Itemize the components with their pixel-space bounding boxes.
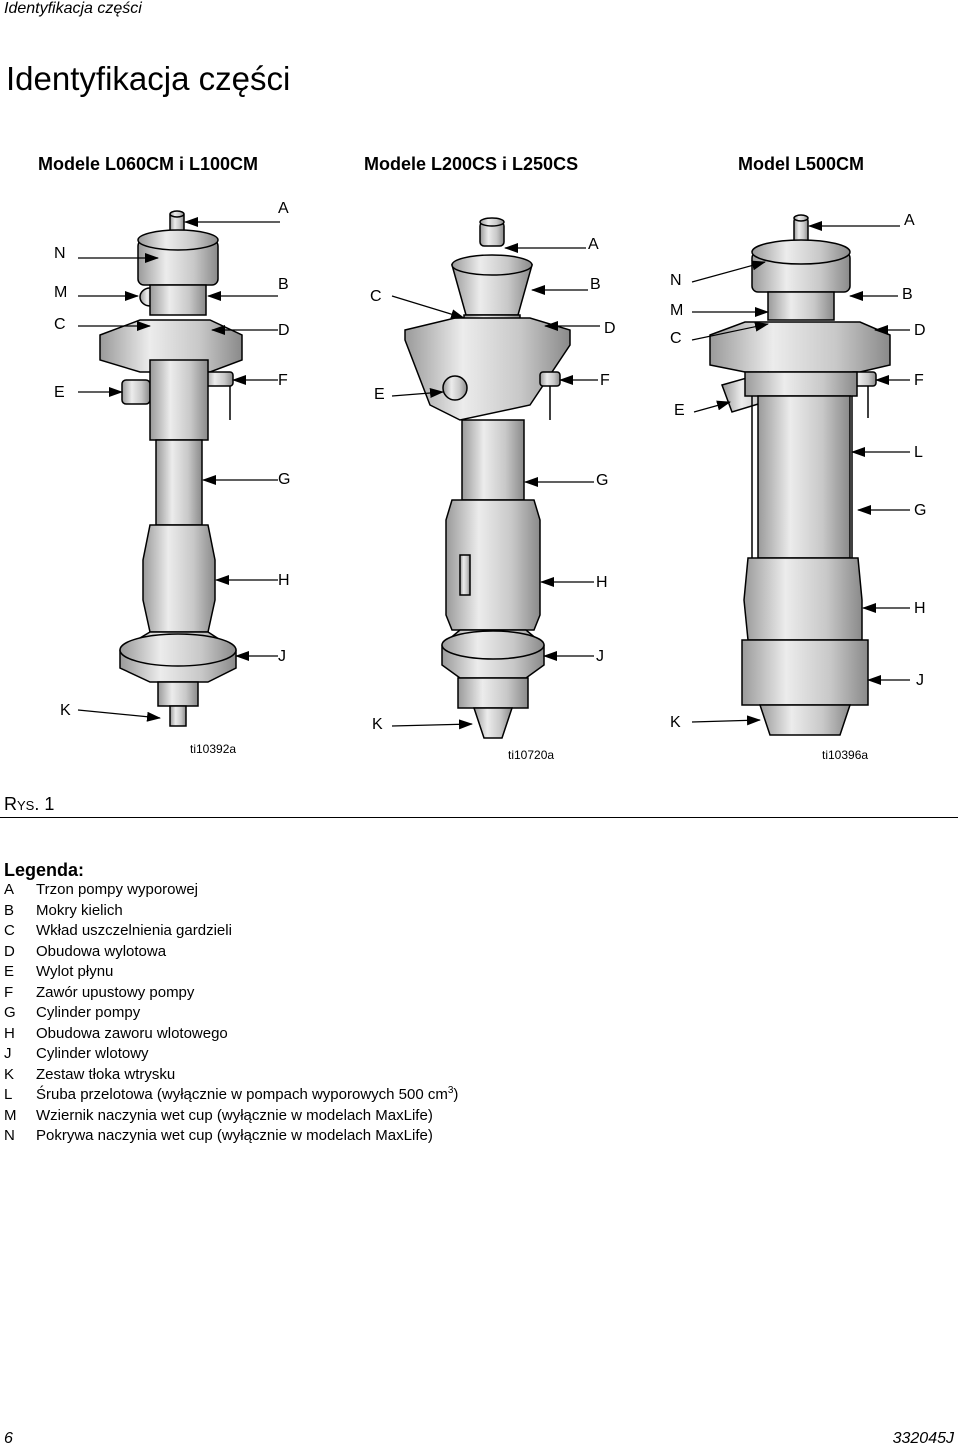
- figure-caption-ys: YS: [17, 798, 35, 813]
- figure-caption-number: . 1: [34, 794, 55, 814]
- callout-e: E: [54, 384, 65, 401]
- callout-m: M: [670, 302, 684, 319]
- callout-f: F: [600, 372, 610, 389]
- callout-b: B: [278, 276, 289, 293]
- callout-d: D: [278, 322, 290, 339]
- figure-caption: RYS. 1: [4, 794, 54, 815]
- document-number: 332045J: [892, 1430, 954, 1447]
- callout-e: E: [674, 402, 685, 419]
- callout-n: N: [54, 245, 66, 262]
- pump-2-illustration: [404, 217, 571, 739]
- figure-id-1: ti10392a: [190, 742, 237, 756]
- figure-id-2: ti10720a: [508, 748, 555, 762]
- pump-diagrams: [77, 210, 910, 739]
- pump-3-illustration: [709, 214, 891, 736]
- callout-k: K: [372, 716, 383, 733]
- callout-g: G: [914, 502, 927, 519]
- callout-h: H: [914, 600, 926, 617]
- caption-rule: [0, 817, 958, 818]
- callout-c: C: [670, 330, 682, 347]
- legend-title: Legenda:: [4, 860, 85, 880]
- callout-k: K: [60, 702, 71, 719]
- pump-1-illustration: [99, 210, 243, 727]
- callout-e: E: [374, 386, 385, 403]
- pump-1-leaders: [77, 217, 280, 722]
- callout-g: G: [596, 472, 609, 489]
- callout-b: B: [902, 286, 913, 303]
- callout-m: M: [54, 284, 68, 301]
- pump-2-leaders: [391, 243, 600, 730]
- callout-j: J: [916, 672, 924, 689]
- callout-g: G: [278, 471, 291, 488]
- callout-a: A: [904, 212, 915, 229]
- callout-d: D: [914, 322, 926, 339]
- pump-3-leaders: [691, 221, 910, 726]
- page-number: 6: [4, 1430, 13, 1447]
- figure-caption-r: R: [4, 794, 17, 814]
- callout-n: N: [670, 272, 682, 289]
- page-title: Identyfikacja części: [6, 60, 291, 97]
- callout-j: J: [596, 648, 604, 665]
- callout-j: J: [278, 648, 286, 665]
- callout-a: A: [588, 236, 599, 253]
- callout-d: D: [604, 320, 616, 337]
- callout-c: C: [370, 288, 382, 305]
- callout-c: C: [54, 316, 66, 333]
- callout-b: B: [590, 276, 601, 293]
- callout-h: H: [596, 574, 608, 591]
- callout-l: L: [914, 444, 923, 461]
- callout-k: K: [670, 714, 681, 731]
- callout-f: F: [278, 372, 288, 389]
- model-title-3: Model L500CM: [738, 154, 865, 174]
- model-title-2: Modele L200CS i L250CS: [364, 154, 579, 174]
- figure-id-3: ti10396a: [822, 748, 869, 762]
- running-header: Identyfikacja części: [4, 0, 142, 17]
- callout-h: H: [278, 572, 290, 589]
- callout-a: A: [278, 200, 289, 217]
- callout-f: F: [914, 372, 924, 389]
- model-title-1: Modele L060CM i L100CM: [38, 154, 259, 174]
